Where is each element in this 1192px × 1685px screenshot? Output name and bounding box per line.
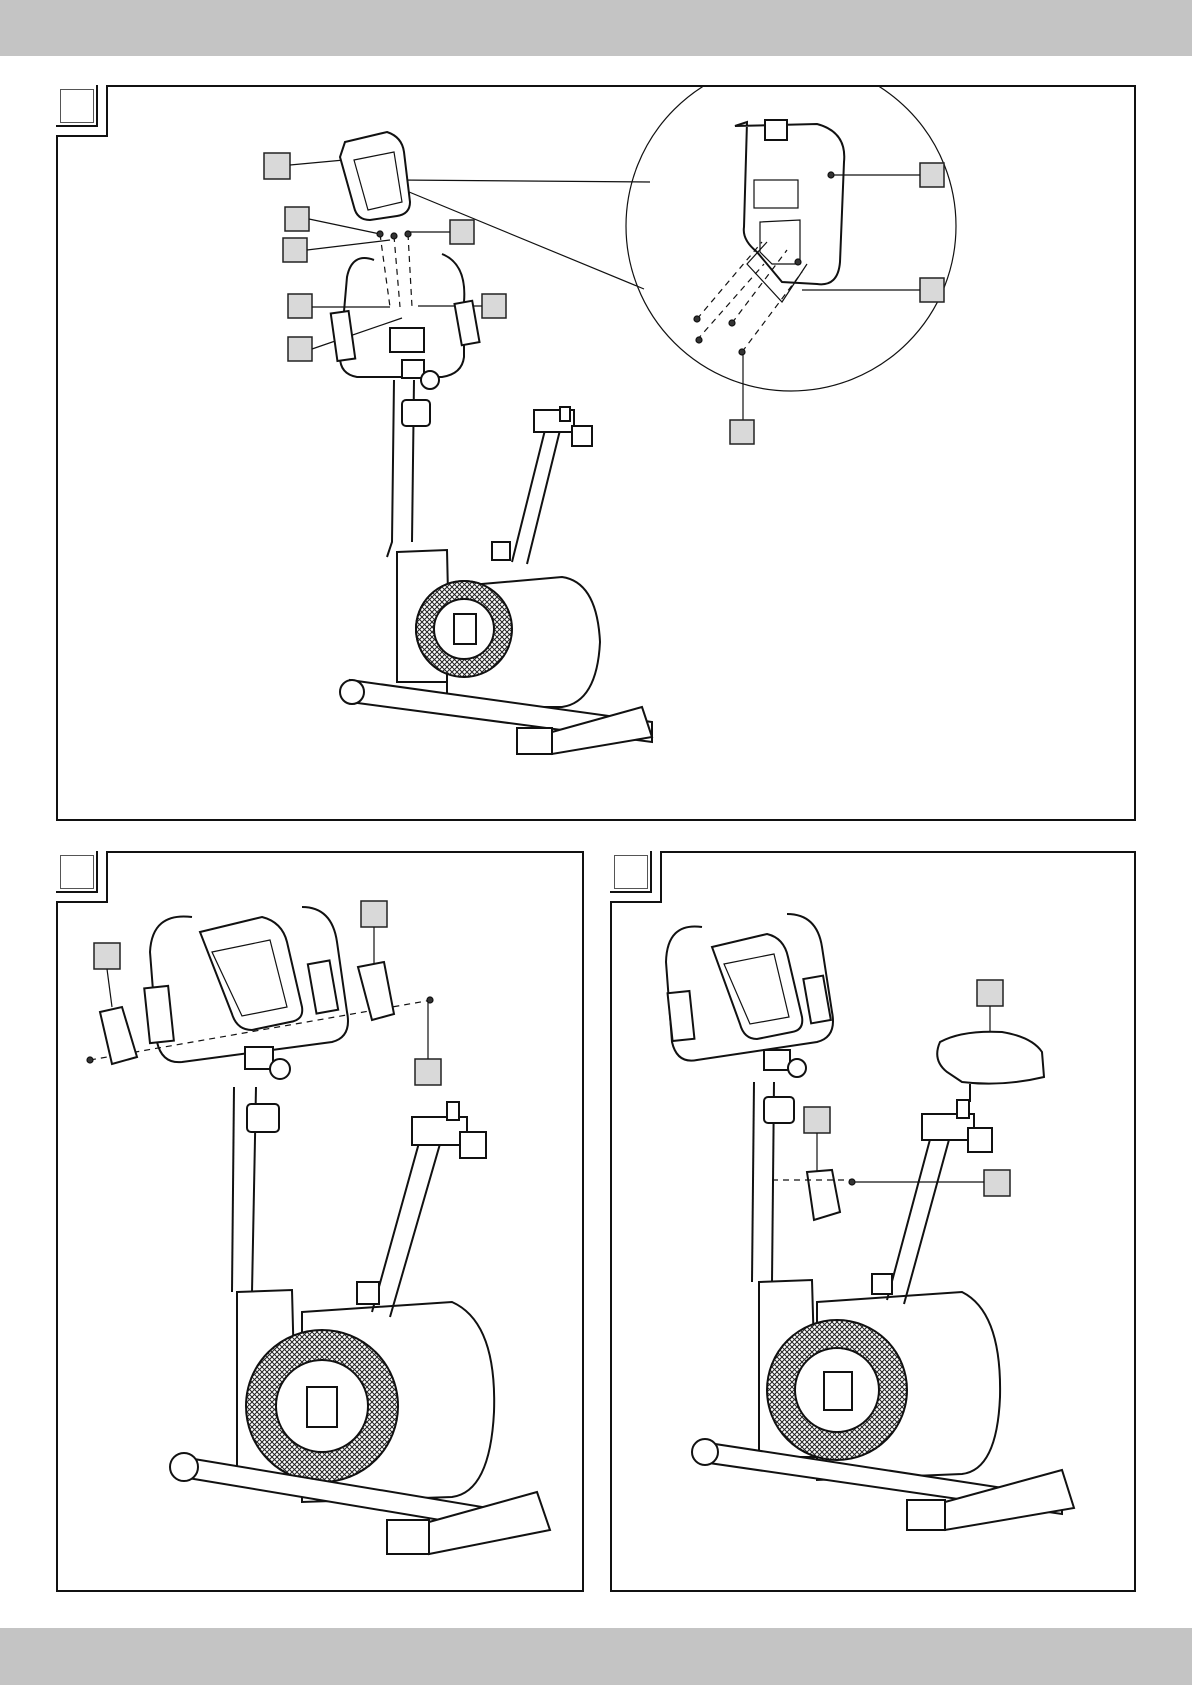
callout-box — [415, 1059, 441, 1085]
callout-box — [804, 1107, 830, 1133]
callout-box — [361, 901, 387, 927]
assembly-drawing-console — [58, 87, 1138, 823]
bottle-holder-part — [358, 962, 394, 1020]
exercise-bike-illustration — [144, 907, 550, 1554]
footer-band — [0, 1628, 1192, 1685]
callout-box — [450, 220, 474, 244]
saddle — [937, 1032, 1044, 1084]
console-back-detail — [694, 120, 844, 420]
callout-box — [920, 278, 944, 302]
figure-panel-step-1 — [56, 85, 1136, 821]
bottle-holder-part — [807, 1170, 840, 1220]
exercise-bike-illustration — [331, 132, 652, 754]
figure-panel-step-2 — [56, 851, 584, 1592]
callout-box — [920, 163, 944, 187]
callout-box — [730, 420, 754, 444]
assembly-drawing-saddle — [612, 853, 1138, 1594]
assembly-drawing-bottle-holder — [58, 853, 586, 1594]
callout-box — [285, 207, 309, 231]
figure-panel-step-3 — [610, 851, 1136, 1592]
callout-box — [288, 337, 312, 361]
callout-box — [288, 294, 312, 318]
callout-box — [94, 943, 120, 969]
callout-box — [984, 1170, 1010, 1196]
bottle-holder-part — [100, 1007, 137, 1064]
header-band — [0, 0, 1192, 56]
callout-box — [482, 294, 506, 318]
exercise-bike-illustration — [666, 914, 1074, 1530]
callout-box — [264, 153, 290, 179]
callout-box — [977, 980, 1003, 1006]
callout-box — [283, 238, 307, 262]
